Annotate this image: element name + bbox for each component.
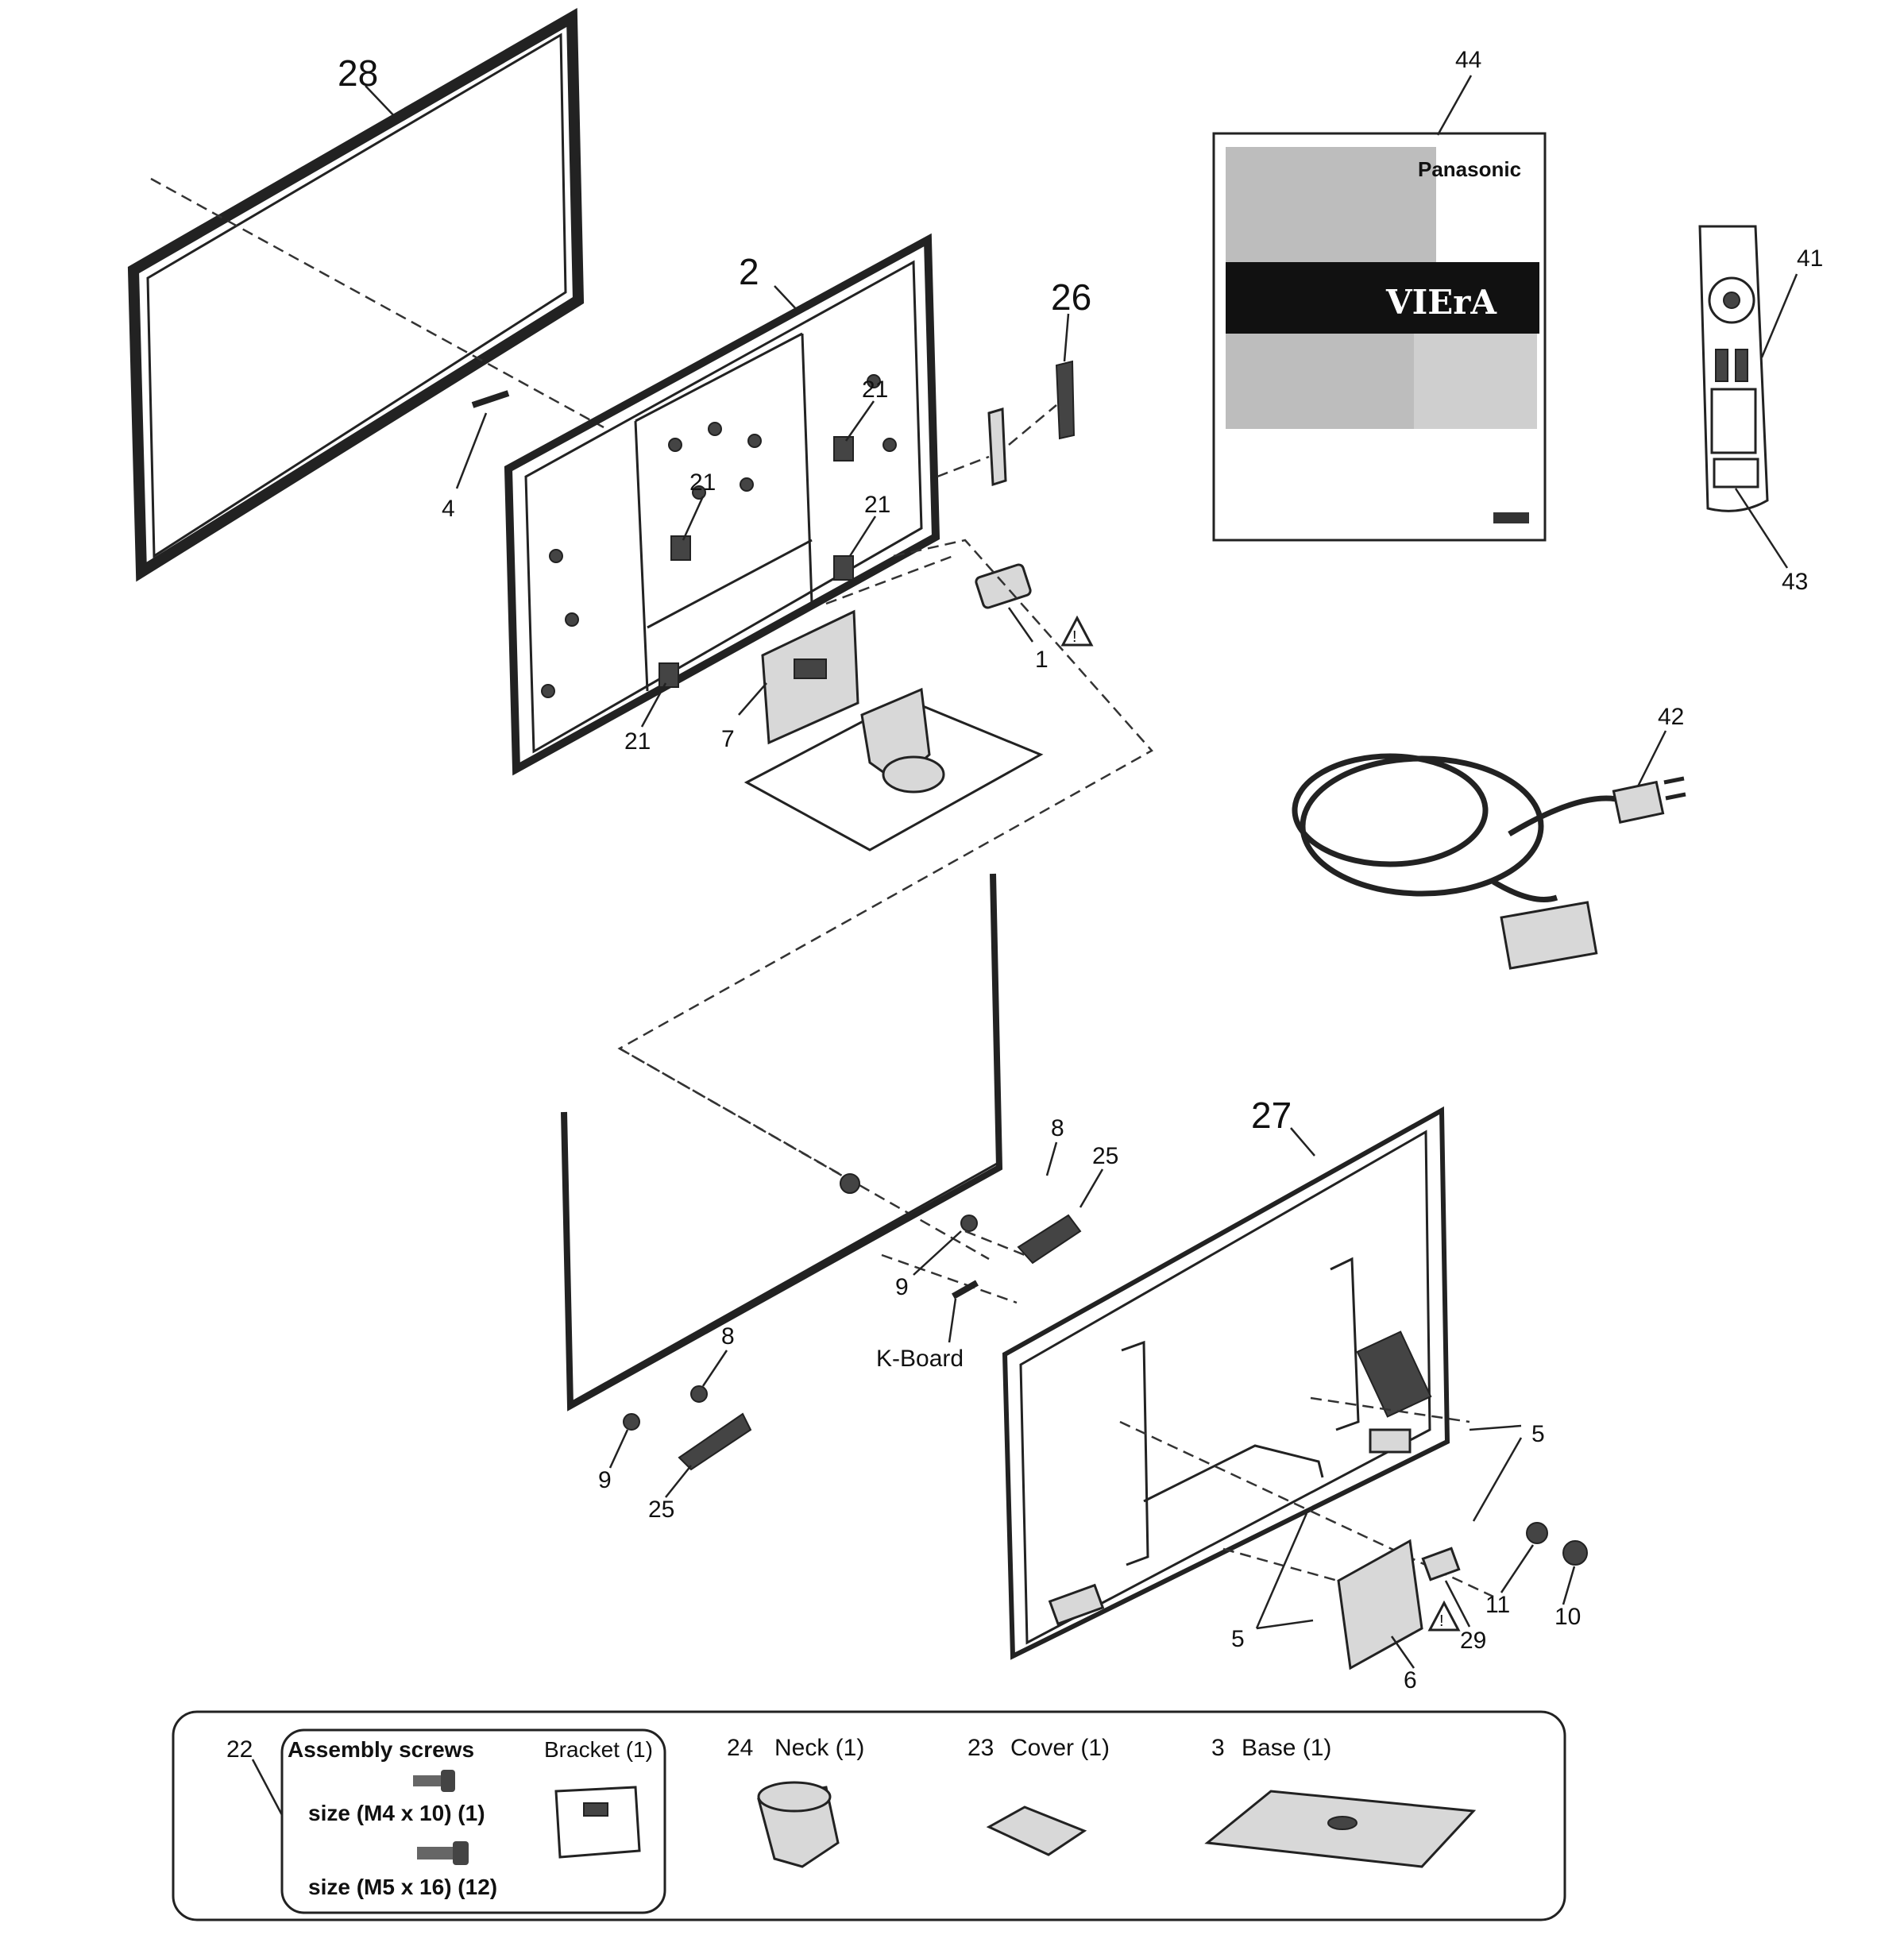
callout-43: 43: [1782, 569, 1808, 595]
assembly-screws-title: Assembly screws: [288, 1737, 474, 1762]
svg-text:!: !: [1072, 628, 1077, 646]
callout-21b: 21: [689, 469, 716, 496]
k-board-label: K-Board: [876, 1346, 964, 1372]
callout-5a: 5: [1531, 1421, 1545, 1447]
operating-manual-part: Panasonic VIErA: [1212, 132, 1547, 542]
callout-28: 28: [338, 52, 378, 94]
cover-label: Cover (1): [1010, 1735, 1110, 1761]
callout-21a: 21: [862, 377, 888, 403]
callout-9b: 9: [598, 1467, 612, 1493]
screw-m5-label: size (M5 x 16) (12): [308, 1875, 497, 1899]
screw-m4-label: size (M4 x 10) (1): [308, 1801, 485, 1825]
bracket-label: Bracket (1): [544, 1737, 653, 1762]
callout-27: 27: [1251, 1095, 1292, 1136]
callout-25b: 25: [648, 1496, 674, 1523]
callout-26: 26: [1051, 276, 1091, 318]
callout-8a: 8: [1051, 1115, 1064, 1141]
callout-42: 42: [1658, 704, 1684, 730]
item23-number: 23: [967, 1735, 994, 1761]
callout-7: 7: [721, 726, 735, 752]
accessory-box: 22 Assembly screws size (M4 x 10) (1) si…: [172, 1710, 1566, 1921]
panel-chassis-part: [504, 233, 940, 776]
manual-model: VIErA: [1385, 283, 1497, 322]
callout-11: 11: [1485, 1592, 1510, 1618]
manual-brand: Panasonic: [1418, 157, 1521, 181]
callout-9a: 9: [895, 1274, 909, 1300]
callout-21c: 21: [864, 492, 890, 518]
svg-text:!: !: [1439, 1612, 1444, 1630]
callout-29: 29: [1460, 1628, 1486, 1654]
rear-cabinet-part: [1002, 1106, 1450, 1660]
callout-2: 2: [739, 251, 759, 292]
item22-number: 22: [226, 1736, 253, 1763]
item3-number: 3: [1211, 1735, 1225, 1761]
callout-4: 4: [442, 496, 455, 522]
callout-10: 10: [1554, 1604, 1581, 1630]
callout-6: 6: [1404, 1667, 1417, 1693]
front-bezel-part: [127, 8, 585, 582]
power-cord-part: [1292, 753, 1686, 970]
callout-1: 1: [1035, 647, 1049, 673]
base-label: Base (1): [1242, 1735, 1331, 1761]
item24-number: 24: [727, 1735, 753, 1761]
screw-m5-icon: [417, 1841, 469, 1865]
callout-44: 44: [1455, 47, 1481, 73]
neck-label: Neck (1): [774, 1735, 864, 1761]
callout-41: 41: [1797, 245, 1823, 272]
callout-25a: 25: [1092, 1143, 1118, 1169]
warning-triangle-icon: !: [1427, 1600, 1461, 1632]
remote-control-part: [1698, 225, 1769, 512]
screw-m4-icon: [413, 1770, 455, 1792]
neck-part: [757, 1781, 840, 1868]
callout-21d: 21: [624, 728, 651, 755]
callout-8b: 8: [721, 1323, 735, 1350]
warning-triangle-icon: !: [1060, 615, 1094, 647]
middle-frame-part: [561, 873, 1003, 1412]
callout-5b: 5: [1231, 1626, 1245, 1652]
